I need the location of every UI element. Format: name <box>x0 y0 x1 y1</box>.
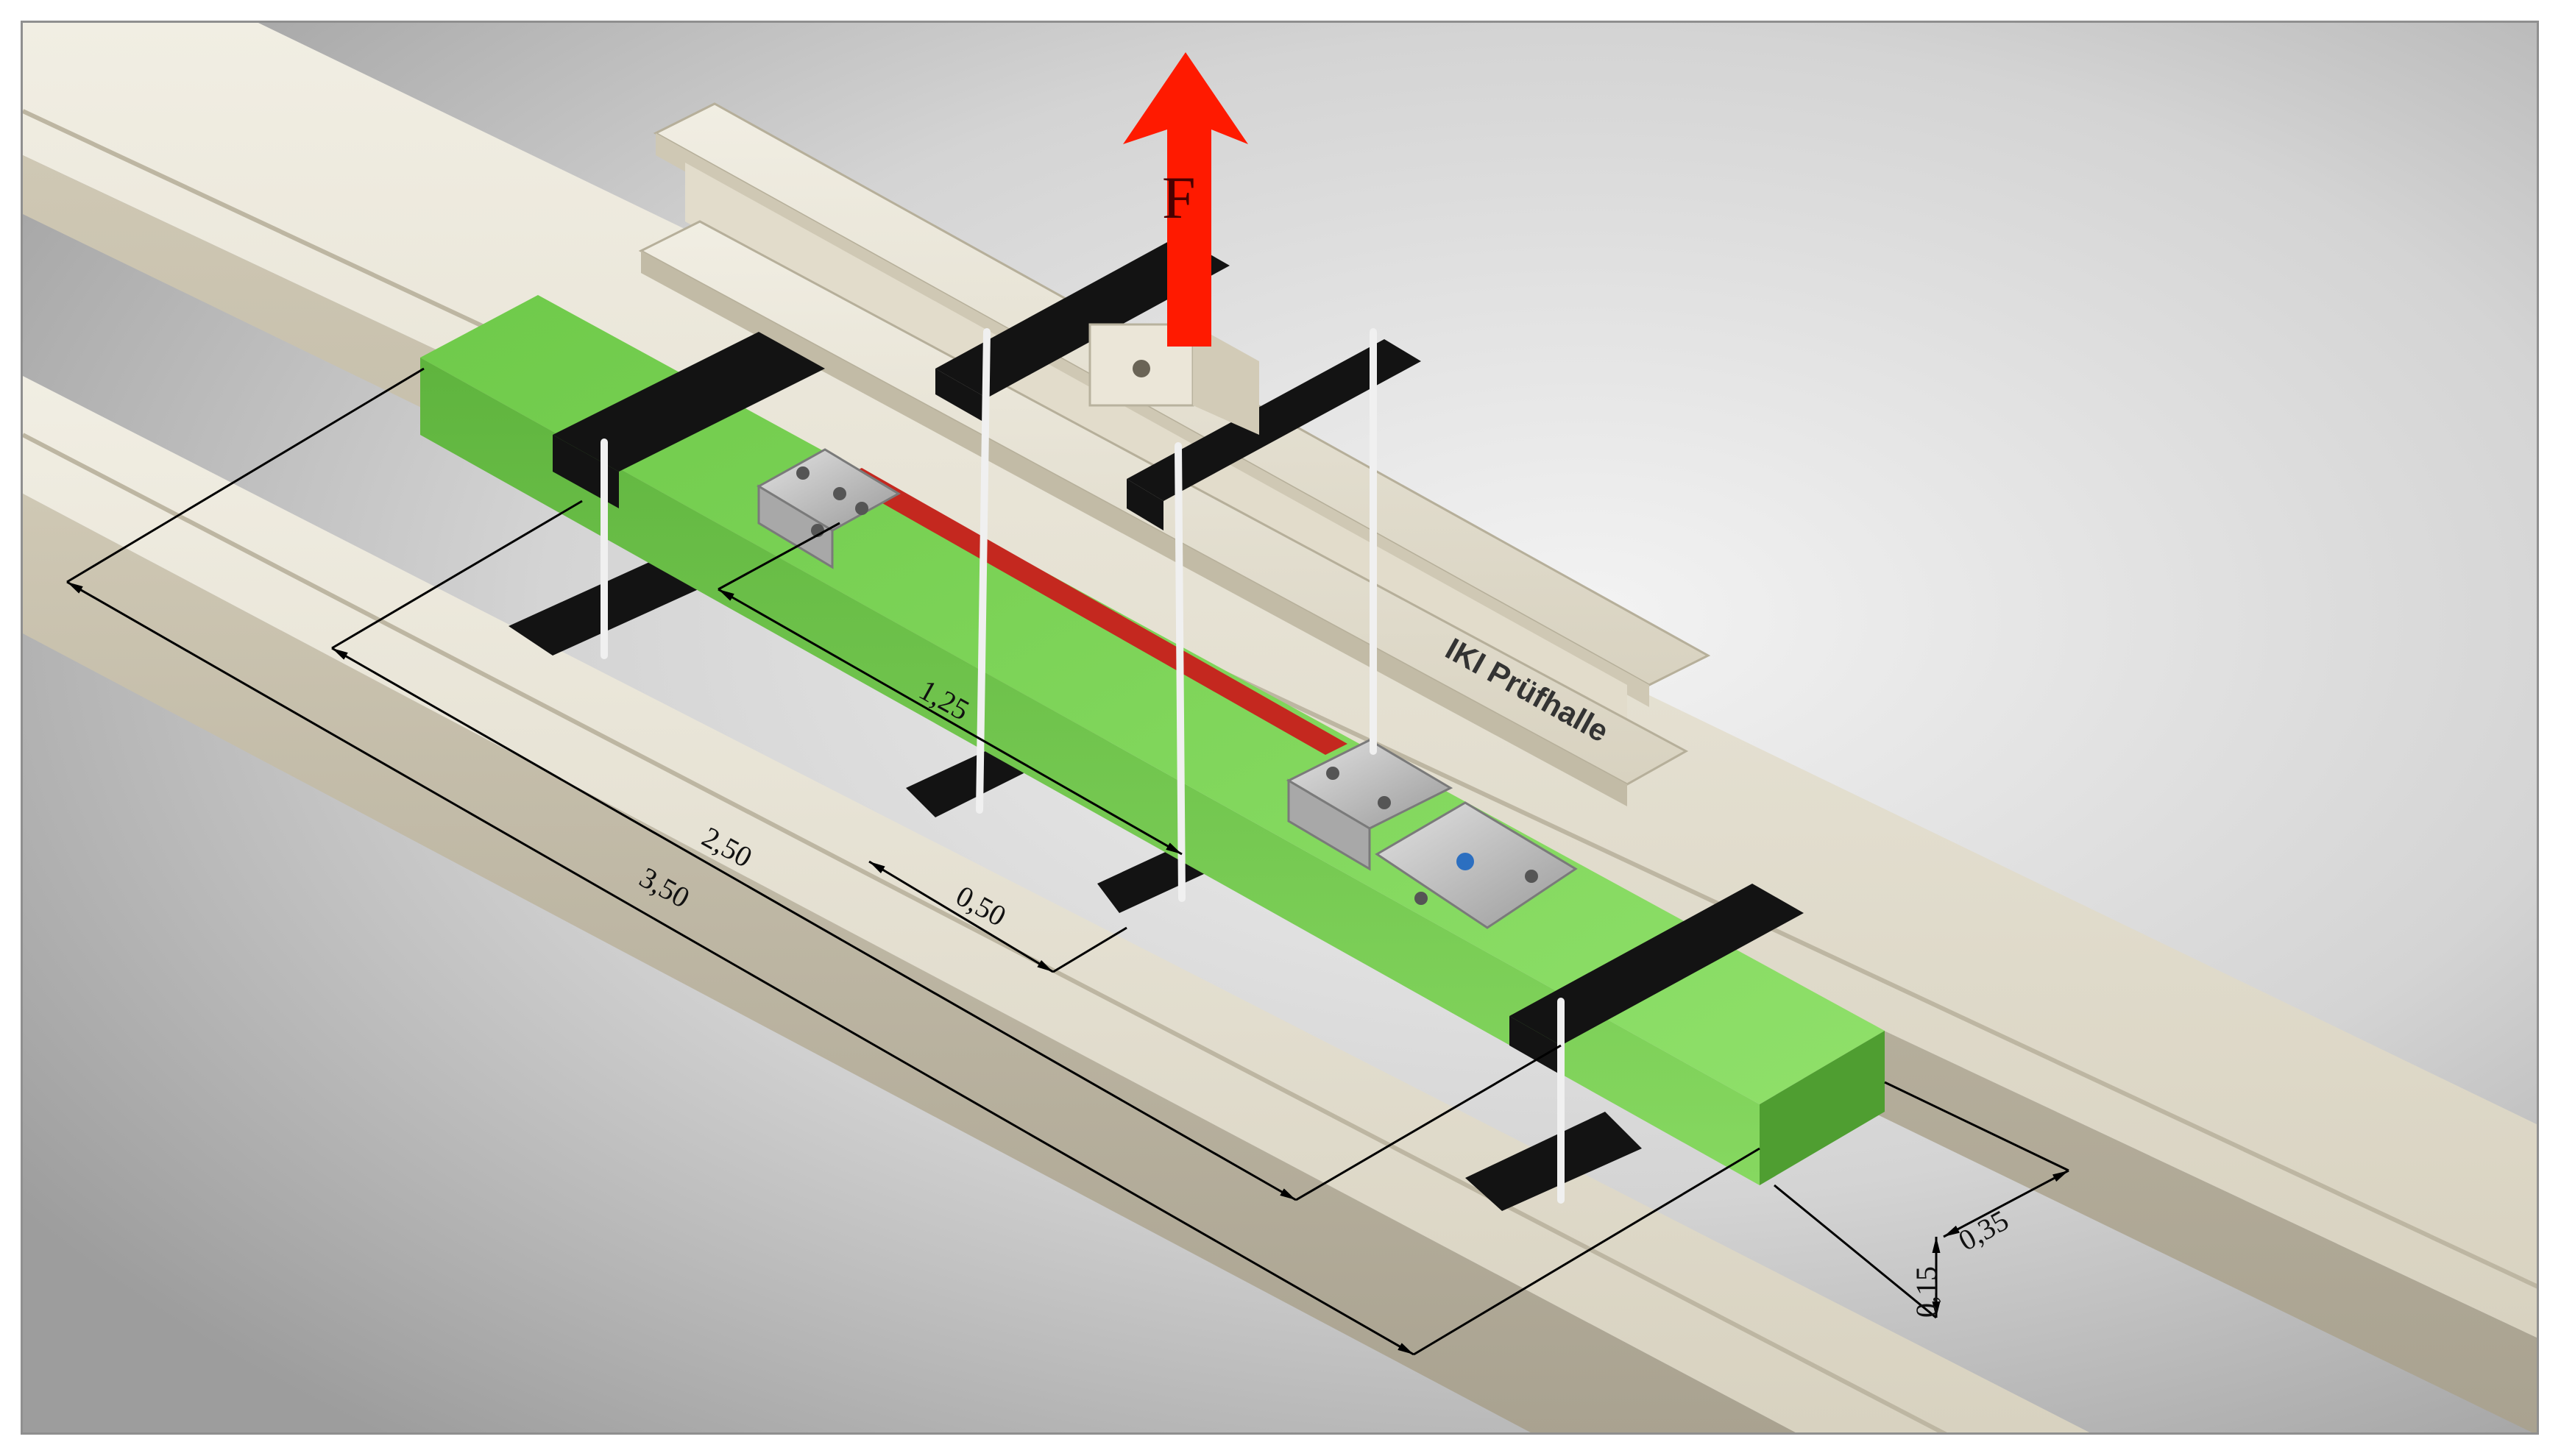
force-label: F <box>1162 164 1196 231</box>
lower-clamp-bar-4 <box>1465 1112 1642 1211</box>
rod-3 <box>1175 442 1186 902</box>
upper-clamp-bar-2 <box>935 236 1230 398</box>
dimension-lines <box>66 367 2069 1356</box>
upper-clamp-bar-2-side <box>935 369 987 424</box>
test-setup-diagram: F IKI Prüfhalle 3,50 2,50 1,25 0,50 0,35… <box>23 23 2537 1432</box>
left-fixture <box>757 448 901 569</box>
upper-clamp-bar-4-side <box>1509 1016 1561 1075</box>
upper-clamp-bar-1 <box>553 332 825 472</box>
upper-clamp-bar-3-side <box>1127 479 1163 530</box>
upper-clamp-bar-3 <box>1127 339 1421 501</box>
upper-clamp-bar-4 <box>1509 884 1804 1045</box>
dim-0-15: 0,15 <box>1910 1266 1943 1318</box>
figure-frame: F IKI Prüfhalle 3,50 2,50 1,25 0,50 0,35… <box>21 21 2539 1435</box>
force-arrow: F <box>1123 52 1248 347</box>
